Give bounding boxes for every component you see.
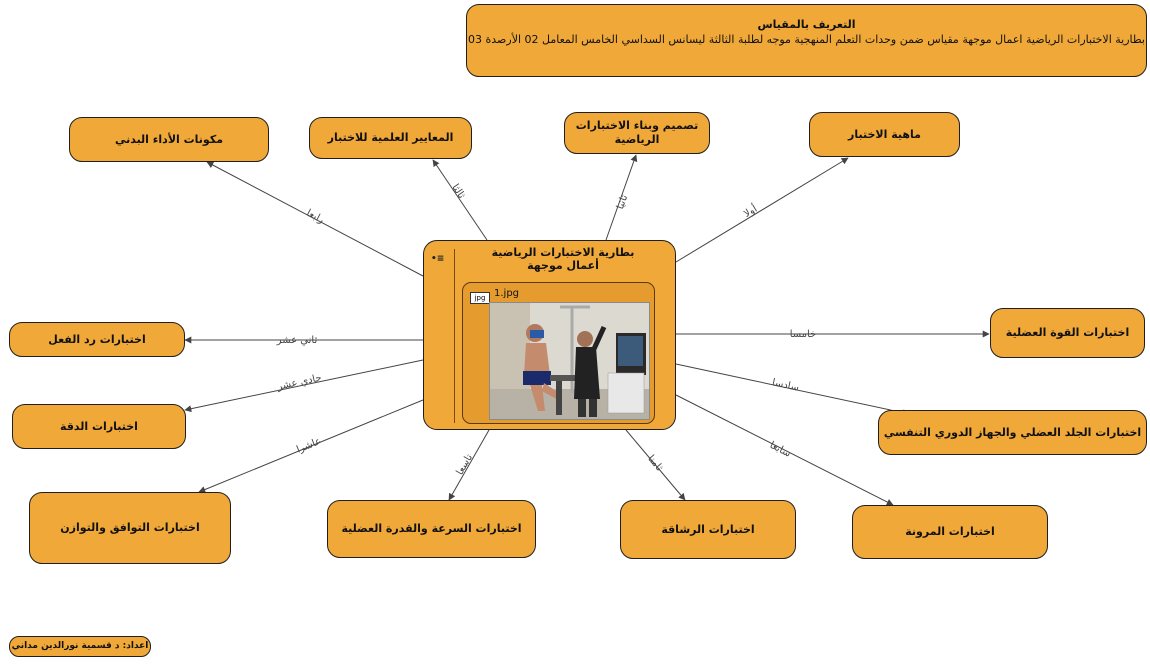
node-speed-power[interactable]: اختبارات السرعة والقدرة العضلية [327, 500, 536, 558]
edge-label-10: عاشرا [295, 436, 323, 456]
edge-1 [675, 157, 849, 263]
node-flexibility[interactable]: اختبارات المرونة [852, 505, 1048, 559]
definition-title: التعريف بالمقياس [757, 18, 856, 31]
edge-label-1: أولا [741, 202, 759, 220]
image-attachment[interactable]: jpg 1.jpg [462, 282, 655, 424]
jpg-file-icon: jpg [470, 292, 490, 304]
node-physical-performance[interactable]: مكونات الأداء البدني [69, 117, 269, 162]
topic-divider [454, 249, 455, 423]
node-label: اختبارات السرعة والقدرة العضلية [341, 522, 522, 536]
central-title-line1: بطارية الاختبارات الرياضية [491, 246, 635, 259]
edge-label-7: سابعا [768, 440, 793, 460]
node-test-definition[interactable]: ماهية الاختبار [809, 112, 960, 157]
edge-4 [206, 161, 424, 277]
edge-label-9: تاسعا [455, 452, 476, 477]
node-label: اختبارات رد الفعل [48, 332, 146, 346]
definition-text: بطارية الاختبارات الرياضية اعمال موجهة م… [468, 33, 1145, 46]
edge-label-5: خامسا [790, 329, 817, 340]
edge-6 [675, 363, 910, 417]
edge-9 [448, 429, 490, 501]
node-label: اختبارات القوة العضلية [1005, 326, 1130, 340]
topic-menu-icon[interactable]: •≡ [431, 254, 445, 264]
edge-10 [198, 399, 424, 493]
photo-image [490, 303, 649, 419]
edge-7 [675, 394, 894, 506]
node-accuracy[interactable]: اختبارات الدقة [12, 404, 186, 449]
node-scientific-criteria[interactable]: المعايير العلمية للاختبار [309, 117, 472, 159]
node-label: تصميم وبناء الاختبارات الرياضية [575, 119, 699, 146]
node-label: مكونات الأداء البدني [114, 132, 224, 146]
edge-label-6: سادسا [771, 377, 800, 393]
node-label: اختبارات الدقة [60, 419, 138, 433]
edge-label-11: حادي عشر [275, 372, 322, 392]
author-credit[interactable]: اعداد: د قسمية نورالدين مداني [9, 636, 151, 657]
node-endurance[interactable]: اختبارات الجلد العضلي والجهاز الدوري الت… [878, 410, 1147, 455]
edge-8 [625, 429, 686, 501]
attachment-photo[interactable] [489, 302, 650, 420]
edge-label-3: ثالثا [449, 182, 467, 201]
node-label: اختبارات المرونة [905, 525, 995, 539]
central-title: بطارية الاختبارات الرياضية أعمال موجهة [473, 246, 653, 272]
definition-box[interactable]: التعريف بالمقياس بطارية الاختبارات الريا… [466, 4, 1147, 77]
node-label: اختبارات الرشاقة [661, 522, 755, 536]
node-reaction[interactable]: اختبارات رد الفعل [9, 322, 185, 357]
central-title-line2: أعمال موجهة [527, 259, 599, 272]
attachment-filename: 1.jpg [494, 288, 520, 299]
node-label: المعايير العلمية للاختبار [327, 131, 454, 145]
edge-label-12: ثاني عشر [276, 335, 318, 346]
edge-3 [432, 159, 488, 241]
node-agility[interactable]: اختبارات الرشاقة [620, 500, 796, 559]
node-muscular-strength[interactable]: اختبارات القوة العضلية [990, 308, 1145, 358]
node-label: ماهية الاختبار [848, 127, 921, 141]
node-label: اختبارات التوافق والتوازن [60, 521, 200, 535]
edge-2 [605, 154, 638, 241]
node-coordination-balance[interactable]: اختبارات التوافق والتوازن [29, 492, 231, 564]
node-test-design[interactable]: تصميم وبناء الاختبارات الرياضية [564, 112, 710, 154]
central-topic[interactable]: •≡ بطارية الاختبارات الرياضية أعمال موجه… [423, 240, 676, 430]
edge-11 [184, 359, 424, 413]
node-label: اختبارات الجلد العضلي والجهاز الدوري الت… [883, 425, 1142, 439]
edge-label-2: ثانيا [615, 193, 630, 211]
